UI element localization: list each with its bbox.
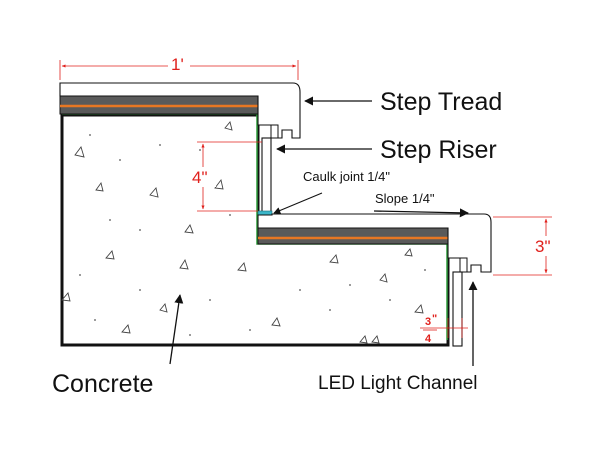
- slope-label: Slope 1/4": [375, 191, 435, 206]
- caulk-joint-label: Caulk joint 1/4": [303, 169, 390, 184]
- lower-led-channel: [459, 257, 468, 273]
- dimension-riser-label: 4": [192, 168, 208, 187]
- dimension-width-label: 1': [171, 55, 184, 74]
- dimension-channel: [420, 318, 468, 338]
- slope-arrow: [373, 208, 469, 218]
- led-channel-label: LED Light Channel: [318, 373, 478, 394]
- concrete-label: Concrete: [52, 370, 153, 398]
- lower-tread-membrane: [257, 227, 449, 245]
- lower-step-tread: [257, 213, 492, 273]
- dimension-channel-den: 4: [425, 333, 432, 345]
- dimension-channel-num: 3: [425, 316, 431, 328]
- dimension-channel-inch: ": [432, 313, 437, 325]
- concrete-speckle: [79, 134, 426, 336]
- step-riser-panel: [261, 137, 272, 215]
- upper-led-channel: [270, 124, 279, 139]
- concrete-aggregate: [61, 121, 424, 344]
- step-tread-label: Step Tread: [380, 88, 502, 116]
- caulk-joint: [257, 210, 273, 216]
- concrete-arrow: [169, 294, 184, 365]
- dimension-tread-label: 3": [535, 237, 551, 256]
- caulk-joint-arrow: [273, 192, 323, 214]
- lower-riser-panel: [452, 271, 463, 347]
- step-riser-label: Step Riser: [380, 136, 497, 164]
